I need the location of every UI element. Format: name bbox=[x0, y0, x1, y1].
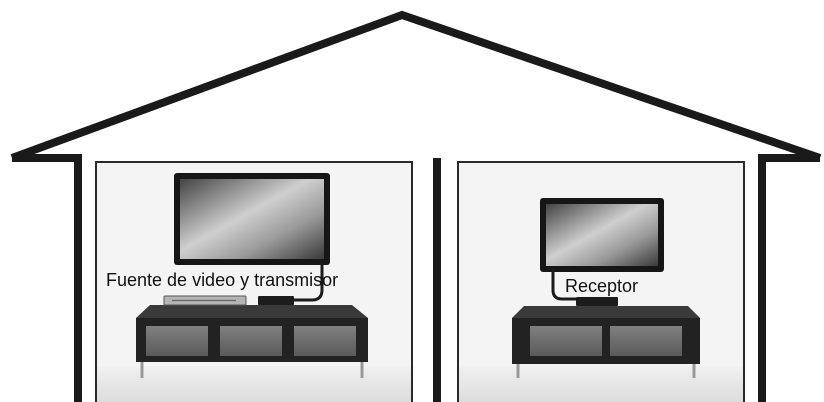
cabinet-right-panel-1 bbox=[530, 326, 602, 356]
roof-eave-left bbox=[12, 158, 78, 402]
house-roof bbox=[12, 15, 820, 158]
cabinet-right-top bbox=[512, 306, 700, 318]
room-left-floor bbox=[97, 366, 411, 402]
label-receiver: Receptor bbox=[565, 276, 638, 296]
cabinet-left-panel-2 bbox=[220, 326, 282, 356]
transmitter-device bbox=[258, 296, 294, 305]
tv-left-screen bbox=[180, 179, 324, 259]
roof-eave-right bbox=[762, 158, 820, 402]
cabinet-left-panel-1 bbox=[146, 326, 208, 356]
label-source-transmitter: Fuente de video y transmisor bbox=[106, 270, 338, 290]
receiver-device bbox=[576, 297, 618, 306]
tv-left bbox=[174, 173, 330, 265]
tv-right bbox=[540, 198, 664, 272]
cabinet-right-panel-2 bbox=[610, 326, 682, 356]
video-source-device bbox=[164, 296, 246, 305]
tv-right-screen bbox=[546, 204, 658, 266]
cabinet-left-panel-3 bbox=[294, 326, 356, 356]
room-right-floor bbox=[459, 366, 743, 402]
cabinet-left-top bbox=[136, 305, 368, 318]
